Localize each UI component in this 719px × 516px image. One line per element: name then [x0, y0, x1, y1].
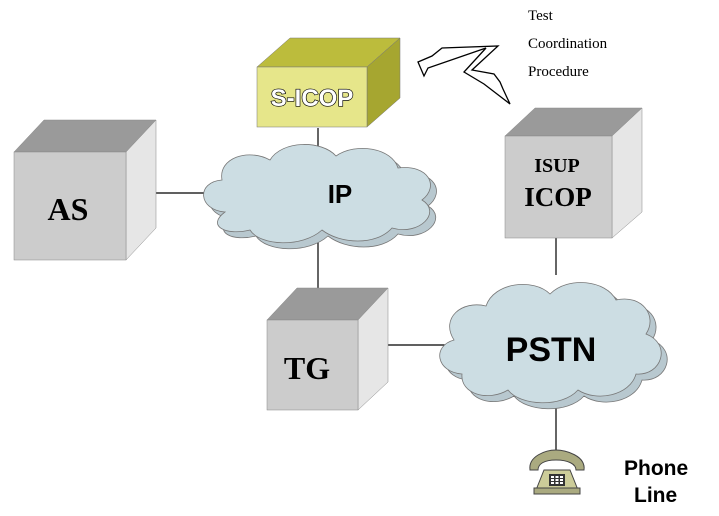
sicop-box: S-ICOP	[256, 37, 401, 128]
as-label: AS	[48, 191, 89, 227]
sicop-label: S-ICOP	[271, 85, 354, 112]
phone-label-line-2: Line	[634, 484, 677, 507]
tg-front	[266, 319, 359, 411]
annotation-line-1: Test	[528, 8, 554, 24]
as-front	[13, 151, 127, 261]
annotation-line-2: Coordination	[528, 36, 608, 52]
sicop-front	[256, 66, 368, 128]
tg-label: TG	[284, 350, 330, 386]
annotation-text: Test Coordination Procedure	[528, 8, 608, 80]
phone-icon	[529, 449, 585, 495]
test-coordination-arrow	[417, 45, 511, 105]
pstn-label: PSTN	[506, 331, 597, 369]
phone-keys	[551, 476, 563, 484]
phone-base	[533, 487, 581, 495]
icop-label: ICOP	[524, 182, 592, 212]
zigzag-arrow-shape	[417, 45, 511, 105]
tg-box: TG	[266, 287, 389, 411]
as-box: AS	[13, 119, 157, 261]
pstn-cloud: PSTN	[439, 282, 668, 410]
annotation-line-3: Procedure	[528, 64, 589, 80]
phone-line-label: Phone Line	[624, 457, 688, 507]
phone-handset	[529, 449, 585, 471]
isup-front	[504, 135, 613, 239]
ip-cloud-shape	[203, 144, 431, 244]
isup-icop-box: ISUP ICOP	[504, 107, 643, 239]
ip-label: IP	[328, 179, 353, 209]
isup-label: ISUP	[534, 155, 580, 177]
phone-label-line-1: Phone	[624, 457, 688, 480]
ip-cloud: IP	[203, 144, 437, 250]
pstn-cloud-shape	[439, 282, 662, 404]
